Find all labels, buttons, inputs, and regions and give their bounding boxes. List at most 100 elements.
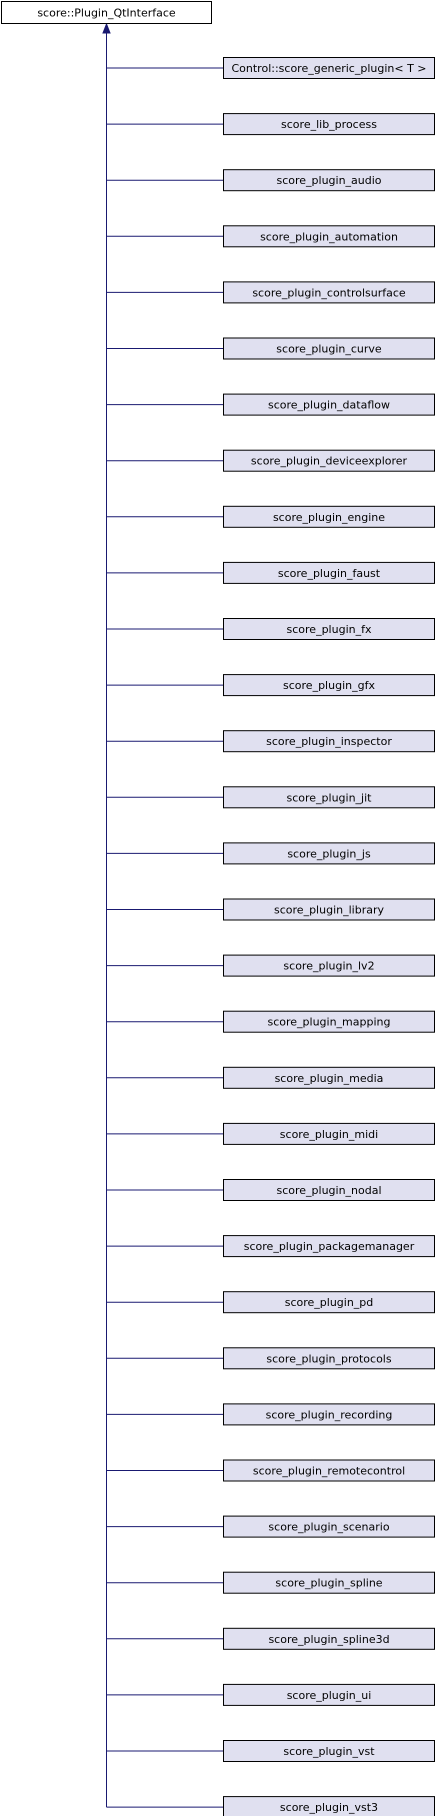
derived-class-box: [223, 1066, 435, 1089]
derived-class-label: score_plugin_gfx: [283, 679, 375, 692]
derived-class-node[interactable]: score_plugin_vst: [223, 1740, 435, 1762]
derived-class-node[interactable]: score_plugin_scenario: [223, 1515, 435, 1538]
derived-class-label: score_plugin_library: [274, 904, 384, 917]
derived-class-label: score_plugin_controlsurface: [252, 286, 406, 299]
derived-class-label: score_plugin_mapping: [267, 1016, 390, 1029]
derived-class-node[interactable]: score_plugin_inspector: [223, 730, 435, 753]
derived-class-box: [223, 674, 435, 697]
derived-class-box: [223, 1740, 435, 1762]
derived-class-box: [223, 618, 435, 640]
derived-class-box: [223, 1683, 435, 1706]
derived-class-box: [223, 225, 435, 248]
derived-class-node[interactable]: score_plugin_media: [223, 1066, 435, 1089]
derived-class-node[interactable]: score_plugin_vst3: [223, 1796, 435, 1816]
derived-class-node[interactable]: score_lib_process: [223, 113, 435, 136]
derived-class-box: [223, 449, 435, 472]
derived-class-label: score_plugin_vst3: [280, 1801, 378, 1814]
derived-class-box: [223, 337, 435, 360]
derived-class-box: [223, 1235, 435, 1258]
derived-class-box: [223, 1122, 435, 1145]
derived-class-node[interactable]: score_plugin_remotecontrol: [223, 1459, 435, 1482]
derived-class-node[interactable]: score_plugin_fx: [223, 618, 435, 640]
derived-class-box: [223, 730, 435, 753]
derived-class-node[interactable]: score_plugin_dataflow: [223, 393, 435, 416]
derived-class-box: [223, 1179, 435, 1201]
derived-class-node[interactable]: score_plugin_deviceexplorer: [223, 449, 435, 472]
derived-class-node[interactable]: score_plugin_engine: [223, 505, 435, 528]
derived-class-box: [223, 57, 435, 79]
derived-class-box: [223, 1515, 435, 1538]
derived-class-label: score_plugin_deviceexplorer: [251, 455, 408, 468]
derived-class-label: score_plugin_jit: [286, 791, 372, 804]
inheritance-arrowhead: [102, 22, 111, 34]
derived-class-box: [223, 1347, 435, 1370]
derived-class-box: [223, 954, 435, 977]
derived-class-label: score_plugin_remotecontrol: [253, 1465, 405, 1478]
derived-class-node[interactable]: score_plugin_pd: [223, 1291, 435, 1314]
derived-class-node[interactable]: score_plugin_gfx: [223, 674, 435, 697]
derived-class-node[interactable]: score_plugin_automation: [223, 225, 435, 248]
derived-class-node[interactable]: score_plugin_recording: [223, 1403, 435, 1426]
derived-class-node[interactable]: score_plugin_curve: [223, 337, 435, 360]
derived-class-label: score_plugin_curve: [276, 343, 382, 356]
derived-class-label: score_plugin_spline: [275, 1577, 382, 1590]
derived-class-label: score_plugin_dataflow: [268, 399, 390, 412]
derived-class-box: [223, 898, 435, 921]
derived-class-node[interactable]: score_plugin_audio: [223, 169, 435, 192]
derived-class-label: score_plugin_media: [275, 1072, 384, 1085]
derived-class-label: score_plugin_scenario: [268, 1521, 389, 1534]
derived-class-box: [223, 1459, 435, 1482]
derived-class-label: score_plugin_spline3d: [268, 1633, 389, 1646]
derived-class-label: score_plugin_engine: [273, 511, 385, 524]
derived-class-node[interactable]: Control::score_generic_plugin< T >: [223, 57, 435, 79]
derived-class-label: score_plugin_pd: [285, 1296, 374, 1309]
derived-class-box: [223, 281, 435, 304]
derived-class-label: score_plugin_midi: [280, 1128, 378, 1141]
derived-class-box: [223, 169, 435, 192]
derived-class-label: score_plugin_ui: [287, 1689, 372, 1702]
derived-class-label: Control::score_generic_plugin< T >: [231, 62, 426, 75]
derived-class-nodes: Control::score_generic_plugin< T >score_…: [223, 57, 435, 1816]
derived-class-node[interactable]: score_plugin_spline: [223, 1571, 435, 1594]
derived-class-label: score_plugin_recording: [266, 1408, 393, 1421]
root-class-box: [1, 1, 212, 24]
derived-class-box: [223, 393, 435, 416]
derived-class-label: score_plugin_nodal: [276, 1184, 381, 1197]
derived-class-node[interactable]: score_plugin_js: [223, 842, 435, 865]
derived-class-box: [223, 505, 435, 528]
derived-class-node[interactable]: score_plugin_lv2: [223, 954, 435, 977]
derived-class-box: [223, 113, 435, 136]
derived-class-node[interactable]: score_plugin_controlsurface: [223, 281, 435, 304]
derived-class-box: [223, 1627, 435, 1650]
derived-class-label: score_plugin_audio: [276, 174, 381, 187]
derived-class-node[interactable]: score_plugin_jit: [223, 786, 435, 809]
derived-class-box: [223, 786, 435, 809]
derived-class-node[interactable]: score_plugin_packagemanager: [223, 1235, 435, 1258]
derived-class-box: [223, 842, 435, 865]
derived-class-box: [223, 1403, 435, 1426]
derived-class-node[interactable]: score_plugin_library: [223, 898, 435, 921]
derived-class-label: score_lib_process: [281, 118, 377, 131]
derived-class-node[interactable]: score_plugin_spline3d: [223, 1627, 435, 1650]
derived-class-label: score_plugin_lv2: [283, 960, 374, 973]
derived-class-label: score_plugin_vst: [283, 1745, 375, 1758]
derived-class-node[interactable]: score_plugin_faust: [223, 561, 435, 584]
derived-class-node[interactable]: score_plugin_mapping: [223, 1010, 435, 1033]
root-class-node[interactable]: score::Plugin_QtInterface: [1, 1, 212, 24]
derived-class-box: [223, 561, 435, 584]
derived-class-label: score_plugin_faust: [278, 567, 381, 580]
derived-class-label: score_plugin_inspector: [266, 735, 392, 748]
derived-class-label: score_plugin_protocols: [266, 1352, 391, 1365]
derived-class-label: score_plugin_fx: [287, 623, 372, 636]
derived-class-node[interactable]: score_plugin_nodal: [223, 1179, 435, 1201]
derived-class-box: [223, 1010, 435, 1033]
derived-class-box: [223, 1571, 435, 1594]
derived-class-label: score_plugin_packagemanager: [244, 1240, 415, 1253]
derived-class-node[interactable]: score_plugin_midi: [223, 1122, 435, 1145]
derived-class-label: score_plugin_automation: [260, 230, 398, 243]
derived-class-box: [223, 1796, 435, 1816]
inheritance-edges: [102, 22, 224, 1808]
derived-class-node[interactable]: score_plugin_ui: [223, 1683, 435, 1706]
derived-class-node[interactable]: score_plugin_protocols: [223, 1347, 435, 1370]
